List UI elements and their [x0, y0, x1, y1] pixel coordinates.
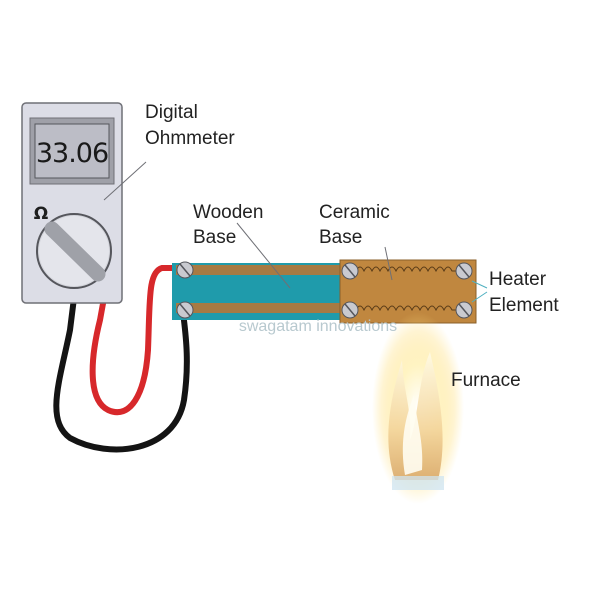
label-ceramic-line1: Ceramic [319, 202, 390, 223]
copper-strip-bottom [176, 303, 346, 313]
copper-strip-top [176, 265, 346, 275]
label-ceramic-line2: Base [319, 227, 362, 248]
test-leads [53, 265, 190, 453]
ohm-symbol: Ω [34, 204, 48, 224]
heater-coil-top [355, 266, 460, 273]
watermark: swagatam innovations [239, 318, 397, 335]
screw-terminal [176, 261, 194, 279]
heater-coil-bottom [355, 305, 460, 312]
heater-callout-line [471, 280, 488, 289]
burner-base [392, 476, 444, 490]
heater-callout-line [471, 291, 488, 303]
label-wooden-line2: Base [193, 227, 236, 248]
wooden-base [172, 222, 346, 320]
label-wooden-line1: Wooden [193, 202, 263, 223]
label-ohmmeter-line1: Digital [145, 102, 198, 123]
digital-ohmmeter: 33.06 Ω [21, 102, 147, 304]
screw-terminal [455, 301, 473, 319]
rotary-dial[interactable] [36, 213, 112, 289]
wooden-base-callout-line [236, 222, 291, 289]
label-heater-line2: Element [489, 295, 559, 316]
labels: Digital Ohmmeter Wooden Base Ceramic Bas… [145, 102, 559, 391]
screw-terminal [341, 301, 359, 319]
flame-tongue [388, 352, 443, 480]
lcd-reading: 33.06 [36, 138, 108, 169]
screw-terminal [455, 262, 473, 280]
black-lead-wire [53, 295, 190, 453]
screw-terminal [341, 262, 359, 280]
red-lead-wire [89, 265, 183, 415]
screw-terminal [176, 301, 194, 319]
ceramic-base [339, 246, 488, 324]
label-heater-line1: Heater [489, 269, 547, 290]
ceramic-base-block [339, 259, 477, 324]
furnace-flame [372, 312, 464, 504]
label-furnace: Furnace [451, 370, 521, 391]
lcd-screen [34, 123, 110, 179]
ohmmeter-callout-line [103, 161, 147, 201]
flame-tongue [402, 395, 423, 475]
label-ohmmeter-line2: Ohmmeter [145, 128, 235, 149]
ceramic-base-callout-line [384, 246, 393, 281]
